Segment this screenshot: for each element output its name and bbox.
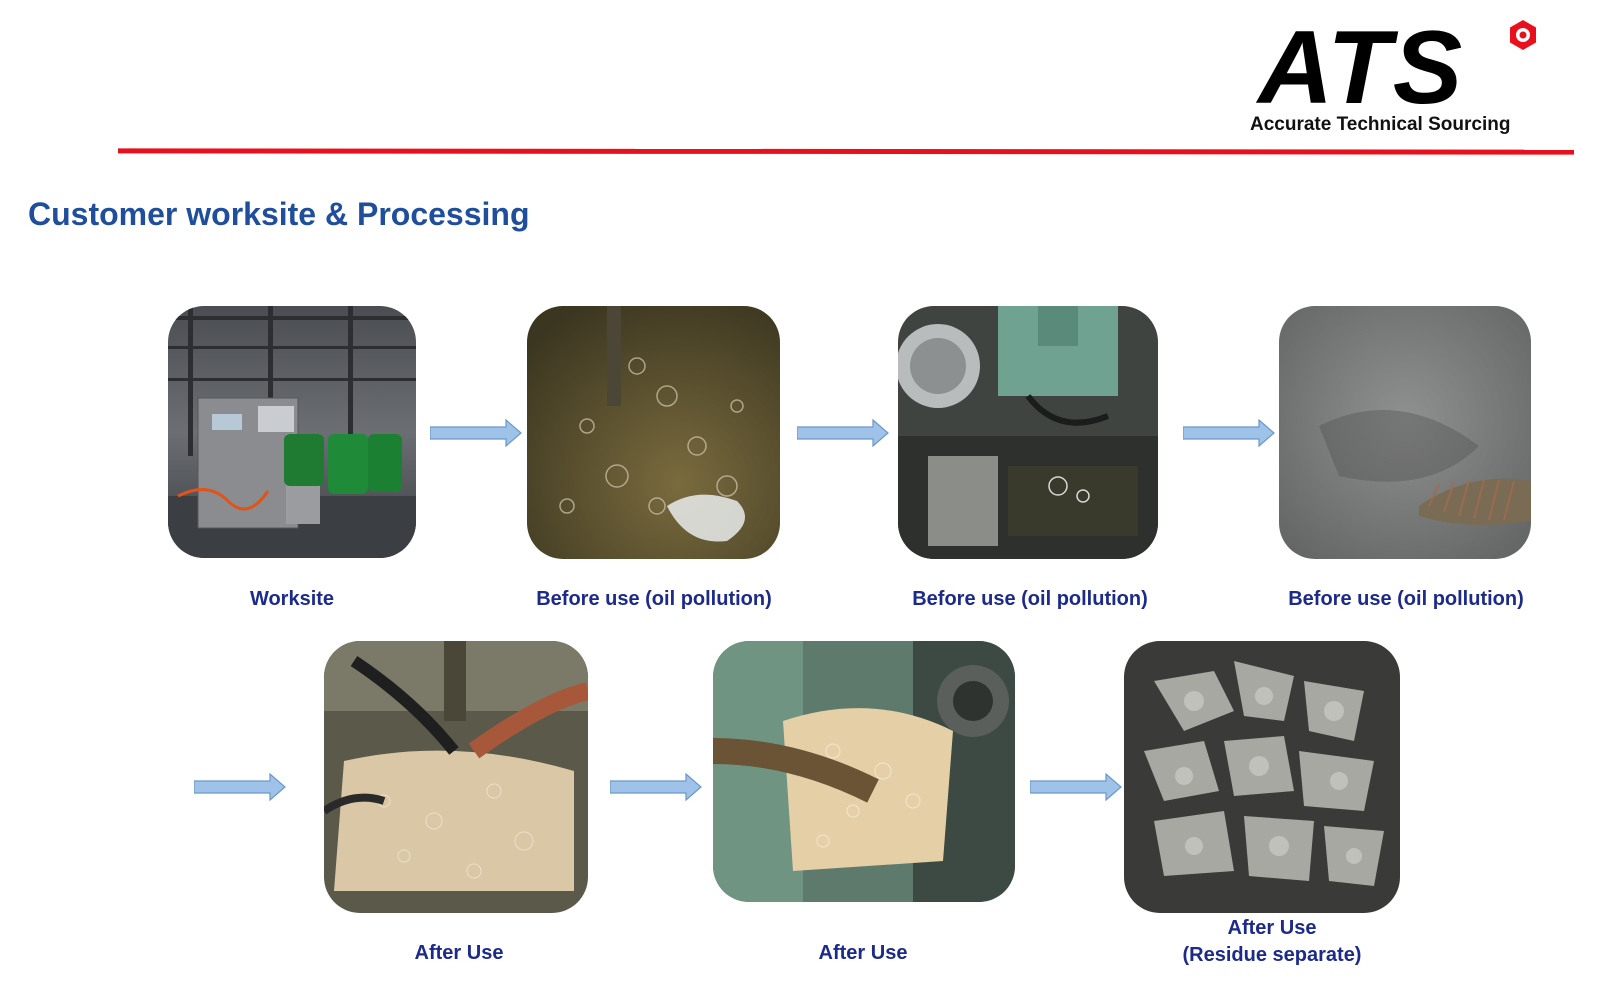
right-arrow-icon xyxy=(194,773,286,801)
right-arrow-icon xyxy=(430,419,522,447)
caption-worksite: Worksite xyxy=(249,588,335,610)
caption-before-use-1: Before use (oil pollution) xyxy=(536,588,772,610)
worksite-photo xyxy=(168,306,416,558)
caption-after-use-residue: After Use (Residue separate) xyxy=(1152,915,1392,969)
after-use-foam-photo-2 xyxy=(713,641,1015,902)
header-divider xyxy=(117,148,1575,155)
right-arrow-icon xyxy=(797,419,889,447)
caption-after-use-1: After Use xyxy=(414,942,504,964)
logo-letters: ATS xyxy=(1258,10,1465,126)
after-use-foam-photo-1 xyxy=(324,641,588,913)
caption-after-use-3-line2: (Residue separate) xyxy=(1182,944,1362,966)
gear-icon xyxy=(1510,20,1536,50)
page-title: Customer worksite & Processing xyxy=(28,196,530,232)
right-arrow-icon xyxy=(1183,419,1275,447)
caption-after-use-3-line1: After Use xyxy=(1227,917,1317,939)
oil-polluted-sludge-photo xyxy=(1279,306,1531,559)
right-arrow-icon xyxy=(1030,773,1122,801)
right-arrow-icon xyxy=(610,773,702,801)
residue-separate-photo xyxy=(1124,641,1400,913)
logo-tagline: Accurate Technical Sourcing xyxy=(1250,114,1511,135)
caption-before-use-3: Before use (oil pollution) xyxy=(1288,588,1524,610)
caption-before-use-2: Before use (oil pollution) xyxy=(912,588,1148,610)
oil-polluted-machine-photo xyxy=(898,306,1158,559)
ats-logo: ATS Accurate Technical Sourcing xyxy=(1248,10,1558,138)
oil-polluted-fluid-photo-1 xyxy=(527,306,780,559)
caption-after-use-2: After Use xyxy=(818,942,908,964)
